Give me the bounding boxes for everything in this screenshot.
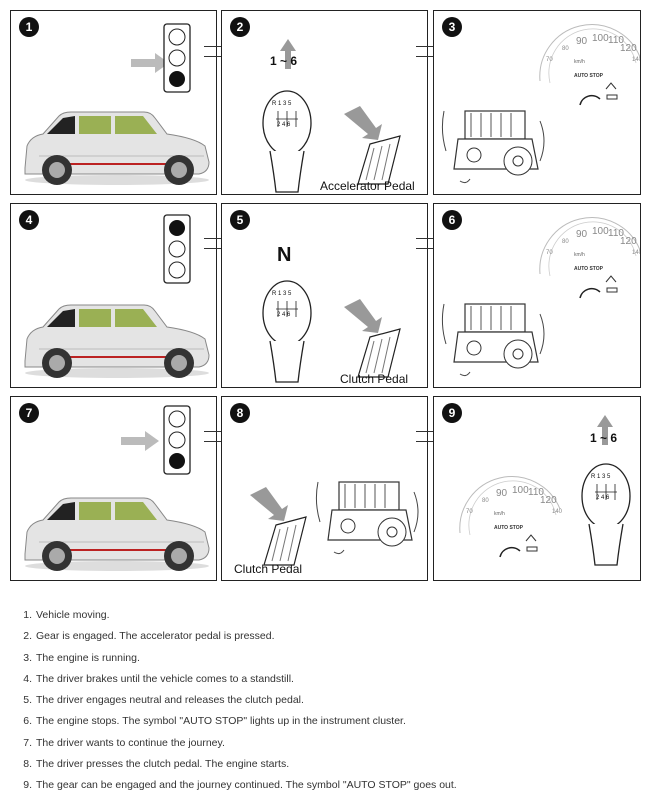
speed-tick-label: 90 [576,229,588,240]
step-item: 8.The driver presses the clutch pedal. T… [18,754,457,775]
step-item: 1.Vehicle moving. [18,605,457,626]
speed-tick-label: 90 [496,488,508,499]
auto-stop-indicator: AUTO STOP [494,525,524,531]
step-number-badge: 2 [230,17,250,37]
speed-tick-label: 100 [512,485,529,496]
panel-7: 7 [10,396,217,581]
step-item: 9.The gear can be engaged and the journe… [18,775,457,796]
shift-pattern-top: R 1 3 5 [272,101,291,107]
shift-pattern-bottom: 2 4 6 [277,122,290,128]
step-number-badge: 7 [19,403,39,423]
panel-2: 2 1 ~ 6 R 1 3 5 2 4 6 Accelerator Pedal [221,10,428,195]
speed-tick-label: 70 [466,509,473,515]
shift-pattern-bottom: 2 4 6 [596,495,609,501]
car-illustration [19,299,214,384]
speed-tick-label: 80 [562,46,569,52]
speed-tick-label: 90 [576,36,588,47]
speed-tick-label: 100 [592,226,609,237]
panel-1: 1 [10,10,217,195]
speed-tick-label: 140 [552,509,563,515]
step-number-badge: 3 [442,17,462,37]
step-number-badge: 4 [19,210,39,230]
panel-4: 4 [10,203,217,388]
engine-illustration [440,284,550,384]
traffic-light-icon [163,214,193,286]
step-item: 2.Gear is engaged. The accelerator pedal… [18,626,457,647]
speed-unit-label: km/h [574,59,585,65]
speed-tick-label: 120 [620,43,637,54]
accelerator-pedal-label: Accelerator Pedal [320,179,415,193]
speed-tick-label: 140 [632,57,641,63]
car-illustration [19,106,214,191]
engine-illustration [440,91,550,191]
pedal-illustration [248,487,313,567]
steps-list: 1.Vehicle moving. 2.Gear is engaged. The… [18,605,457,797]
speed-tick-label: 120 [620,236,637,247]
speed-tick-label: 100 [592,33,609,44]
step-number-badge: 5 [230,210,250,230]
step-item: 7.The driver wants to continue the journ… [18,733,457,754]
speed-tick-label: 80 [562,239,569,245]
speed-unit-label: km/h [494,511,505,517]
pedal-illustration [342,106,407,186]
gear-range-label: 1 ~ 6 [590,431,617,445]
step-item: 4.The driver brakes until the vehicle co… [18,669,457,690]
speed-tick-label: 120 [540,495,557,506]
panel-8: 8 Clutch Pedal [221,396,428,581]
step-number-badge: 1 [19,17,39,37]
step-number-badge: 6 [442,210,462,230]
step-number-badge: 8 [230,403,250,423]
traffic-light-icon [163,405,193,477]
speed-tick-label: 70 [546,57,553,63]
panel-5: 5 N R 1 3 5 2 4 6 Clutch Pedal [221,203,428,388]
traffic-light-icon [163,23,193,95]
car-illustration [19,492,214,577]
speed-tick-label: 140 [632,250,641,256]
step-item: 5.The driver engages neutral and release… [18,690,457,711]
step-item: 3.The engine is running. [18,648,457,669]
gear-range-label: 1 ~ 6 [270,54,297,68]
auto-stop-indicator: AUTO STOP [574,73,604,79]
shift-pattern-top: R 1 3 5 [591,474,610,480]
step-item: 6.The engine stops. The symbol "AUTO STO… [18,711,457,732]
speed-unit-label: km/h [574,252,585,258]
speed-tick-label: 70 [546,250,553,256]
step-number-badge: 9 [442,403,462,423]
neutral-label: N [277,244,291,267]
auto-stop-indicator: AUTO STOP [574,266,604,272]
speed-tick-label: 80 [482,498,489,504]
shift-pattern-bottom: 2 4 6 [277,312,290,318]
arrow-right-icon [121,429,161,453]
clutch-pedal-label: Clutch Pedal [234,562,302,576]
engine-illustration [314,462,424,562]
pedal-illustration [342,299,407,379]
clutch-pedal-label: Clutch Pedal [340,372,408,386]
shift-pattern-top: R 1 3 5 [272,291,291,297]
